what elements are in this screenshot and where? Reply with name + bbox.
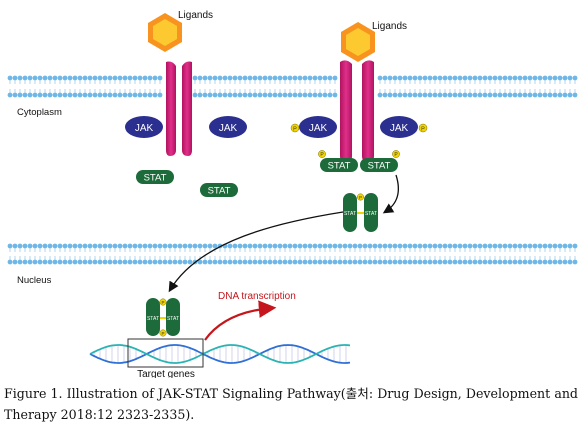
stat-right-1: STAT (320, 158, 358, 172)
phospho-label: P (161, 331, 164, 336)
jak-label: JAK (135, 123, 154, 134)
stat-label: STAT (208, 186, 231, 197)
jak-stat-pathway-diagram: Ligands JAK JAK STAT STAT Ligands JAK J (7, 10, 578, 378)
jak-label: JAK (309, 123, 328, 134)
stat-label: STAT (368, 161, 391, 172)
stat-label: STAT (147, 316, 159, 322)
cytoplasm-label: Cytoplasm (17, 107, 62, 118)
phospho-label: P (161, 300, 164, 305)
phospho-label: P (394, 152, 398, 158)
transcription-arrow (204, 300, 277, 341)
jak-left-2: JAK (209, 116, 247, 138)
phospho-stat-left: P (318, 150, 326, 158)
cytoplasm-membrane (7, 75, 578, 98)
stat-label: STAT (328, 161, 351, 172)
stat-dimer-cytoplasm: STAT STAT P (343, 193, 378, 232)
target-genes-box (127, 338, 204, 368)
ligands-label-left: Ligands (178, 10, 213, 21)
phospho-label: P (293, 127, 297, 133)
phospho-jak-left: P (290, 123, 300, 133)
ligands-label-right: Ligands (372, 21, 407, 32)
phospho-jak-right: P (418, 123, 428, 133)
phospho-label: P (359, 195, 362, 200)
jak-label: JAK (219, 123, 238, 134)
phospho-stat-right: P (392, 150, 400, 158)
jak-right-2: JAK (380, 116, 418, 138)
stat-label: STAT (167, 316, 179, 322)
stat-label: STAT (365, 211, 377, 217)
arrow-dimer-to-nucleus (168, 211, 344, 293)
ligand-left (148, 13, 182, 52)
stat-label: STAT (144, 173, 167, 184)
phospho-label: P (320, 152, 324, 158)
stat-right-2: STAT (360, 158, 398, 172)
figure-caption: Figure 1. Illustration of JAK-STAT Signa… (4, 386, 578, 422)
dna-transcription-label: DNA transcription (218, 291, 296, 302)
jak-right-1: JAK (299, 116, 337, 138)
stat-dimer-nucleus: STAT STAT P P (146, 298, 180, 337)
stat-left-2: STAT (200, 183, 238, 197)
stat-left-1: STAT (136, 170, 174, 184)
nuclear-membrane (7, 243, 578, 265)
phospho-label: P (421, 127, 425, 133)
nucleus-label: Nucleus (17, 275, 52, 286)
receptor-right (340, 60, 374, 162)
ligand-right (341, 22, 375, 62)
receptor-left (166, 61, 192, 156)
dna-helix (89, 344, 351, 364)
stat-label: STAT (344, 211, 356, 217)
arrow-stat-to-dimer (382, 174, 399, 214)
target-genes-label: Target genes (137, 369, 195, 378)
jak-left-1: JAK (125, 116, 163, 138)
jak-label: JAK (390, 123, 409, 134)
